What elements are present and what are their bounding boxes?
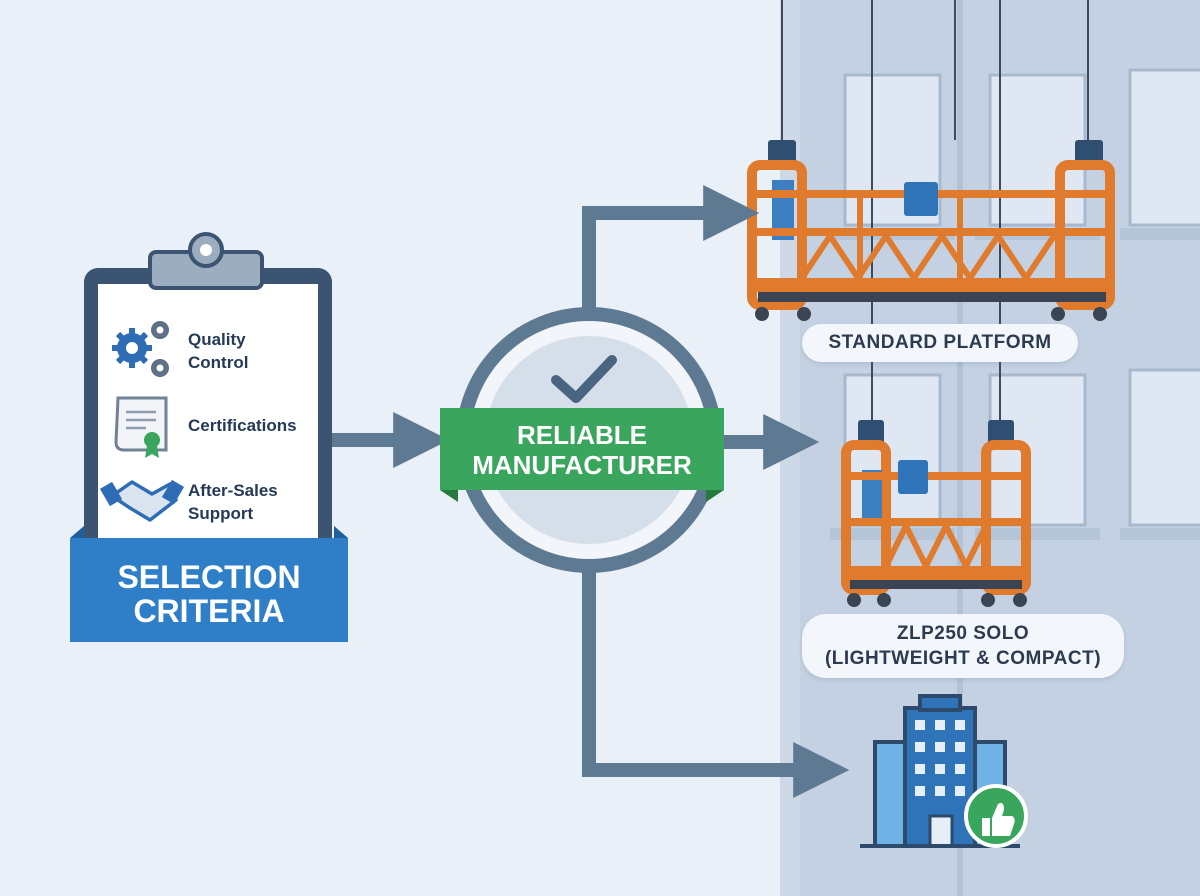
arrow-hub-to-standard [582, 185, 760, 314]
selection-criteria-title: SELECTION CRITERIA [117, 559, 301, 629]
hub-circle [456, 307, 722, 573]
hub-label: RELIABLE MANUFACTURER [472, 420, 692, 480]
gears-icon [112, 321, 169, 377]
criteria-after-sales-label: After-Sales Support [188, 481, 278, 523]
checkmark-icon [551, 355, 617, 403]
criteria-certifications-label: Certifications [188, 416, 297, 435]
solo-platform-icon [841, 420, 1031, 607]
flow-arrows [330, 185, 850, 798]
gondola-platform-icon [747, 140, 1115, 321]
building-thumbs-up-icon [860, 694, 1028, 848]
outcome-standard-platform-label: STANDARD PLATFORM [802, 324, 1078, 362]
arrow-hub-to-building [582, 566, 850, 798]
outcome-zlp250-solo-label: ZLP250 SOLO (LIGHTWEIGHT & COMPACT) [802, 614, 1124, 678]
certificate-icon [114, 396, 168, 458]
criteria-banner [70, 526, 348, 642]
handshake-icon [99, 479, 185, 522]
criteria-quality-control-label: Quality Control [188, 330, 249, 372]
hub-ribbon [440, 408, 724, 502]
